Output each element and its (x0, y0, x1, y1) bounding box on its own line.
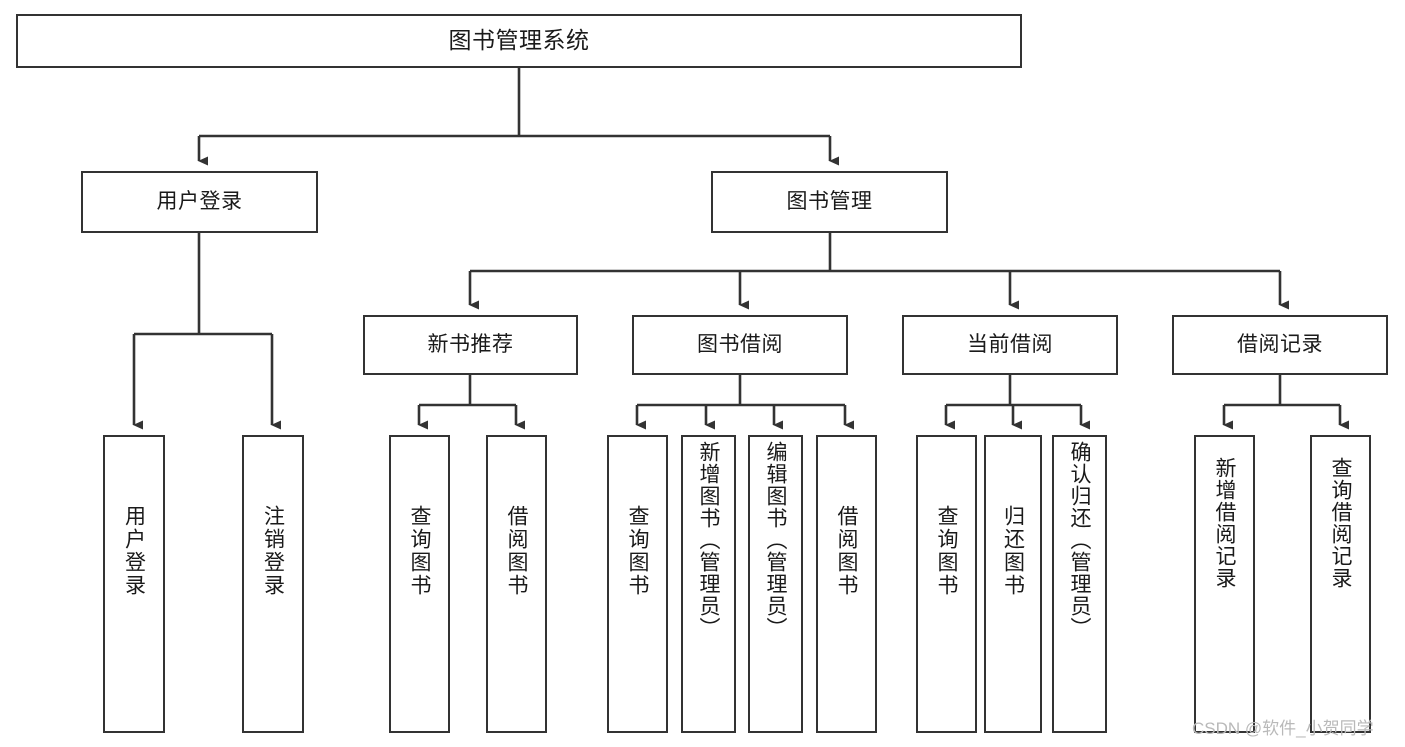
leaf-label: 查询图书 (408, 505, 431, 597)
leaf-label: 借阅图书 (505, 505, 528, 597)
leaf-label: 注销登录 (261, 505, 285, 597)
node-label: 用户登录 (156, 189, 243, 213)
csdn-watermark: CSDN @软件_小贺同学 (1192, 719, 1374, 738)
node-new-book-recommend[interactable]: 新书推荐 (363, 315, 578, 375)
leaf-book-borrow-borrow-book[interactable]: 借阅图书 (816, 435, 877, 733)
leaf-new-book-borrow-book[interactable]: 借阅图书 (486, 435, 547, 733)
leaf-book-borrow-edit-book-admin[interactable]: 编辑图书（管理员） (748, 435, 803, 733)
node-book-borrow[interactable]: 图书借阅 (632, 315, 848, 375)
node-label: 新书推荐 (427, 332, 514, 356)
leaf-borrow-record-query-record[interactable]: 查询借阅记录 (1310, 435, 1371, 733)
leaf-new-book-query-book[interactable]: 查询图书 (389, 435, 450, 733)
leaf-current-borrow-confirm-return-admin[interactable]: 确认归还（管理员） (1052, 435, 1107, 733)
node-label: 借阅记录 (1237, 332, 1323, 356)
leaf-label: 新增图书（管理员） (697, 441, 720, 639)
leaf-label: 确认归还（管理员） (1068, 441, 1091, 639)
leaf-label: 查询借阅记录 (1329, 457, 1352, 589)
leaf-borrow-record-add-record[interactable]: 新增借阅记录 (1194, 435, 1255, 733)
node-book-management[interactable]: 图书管理 (711, 171, 948, 233)
leaf-label: 新增借阅记录 (1213, 457, 1236, 589)
leaf-label: 编辑图书（管理员） (764, 441, 787, 639)
leaf-user-login-logout[interactable]: 注销登录 (242, 435, 304, 733)
node-root-library-management-system[interactable]: 图书管理系统 (16, 14, 1022, 68)
leaf-user-login-login[interactable]: 用户登录 (103, 435, 165, 733)
leaf-label: 查询图书 (626, 505, 649, 597)
node-label: 图书借阅 (697, 332, 783, 356)
node-current-borrow[interactable]: 当前借阅 (902, 315, 1118, 375)
node-label: 当前借阅 (967, 332, 1053, 356)
leaf-label: 借阅图书 (835, 505, 858, 597)
leaf-label: 归还图书 (1001, 505, 1025, 597)
leaf-label: 用户登录 (122, 505, 146, 597)
leaf-book-borrow-query-book[interactable]: 查询图书 (607, 435, 668, 733)
leaf-current-borrow-query-book[interactable]: 查询图书 (916, 435, 977, 733)
node-borrow-record[interactable]: 借阅记录 (1172, 315, 1388, 375)
leaf-book-borrow-add-book-admin[interactable]: 新增图书（管理员） (681, 435, 736, 733)
node-user-login[interactable]: 用户登录 (81, 171, 318, 233)
leaf-label: 查询图书 (935, 505, 958, 597)
node-label: 图书管理系统 (448, 27, 590, 54)
node-label: 图书管理 (786, 189, 873, 213)
leaf-current-borrow-return-book[interactable]: 归还图书 (984, 435, 1042, 733)
